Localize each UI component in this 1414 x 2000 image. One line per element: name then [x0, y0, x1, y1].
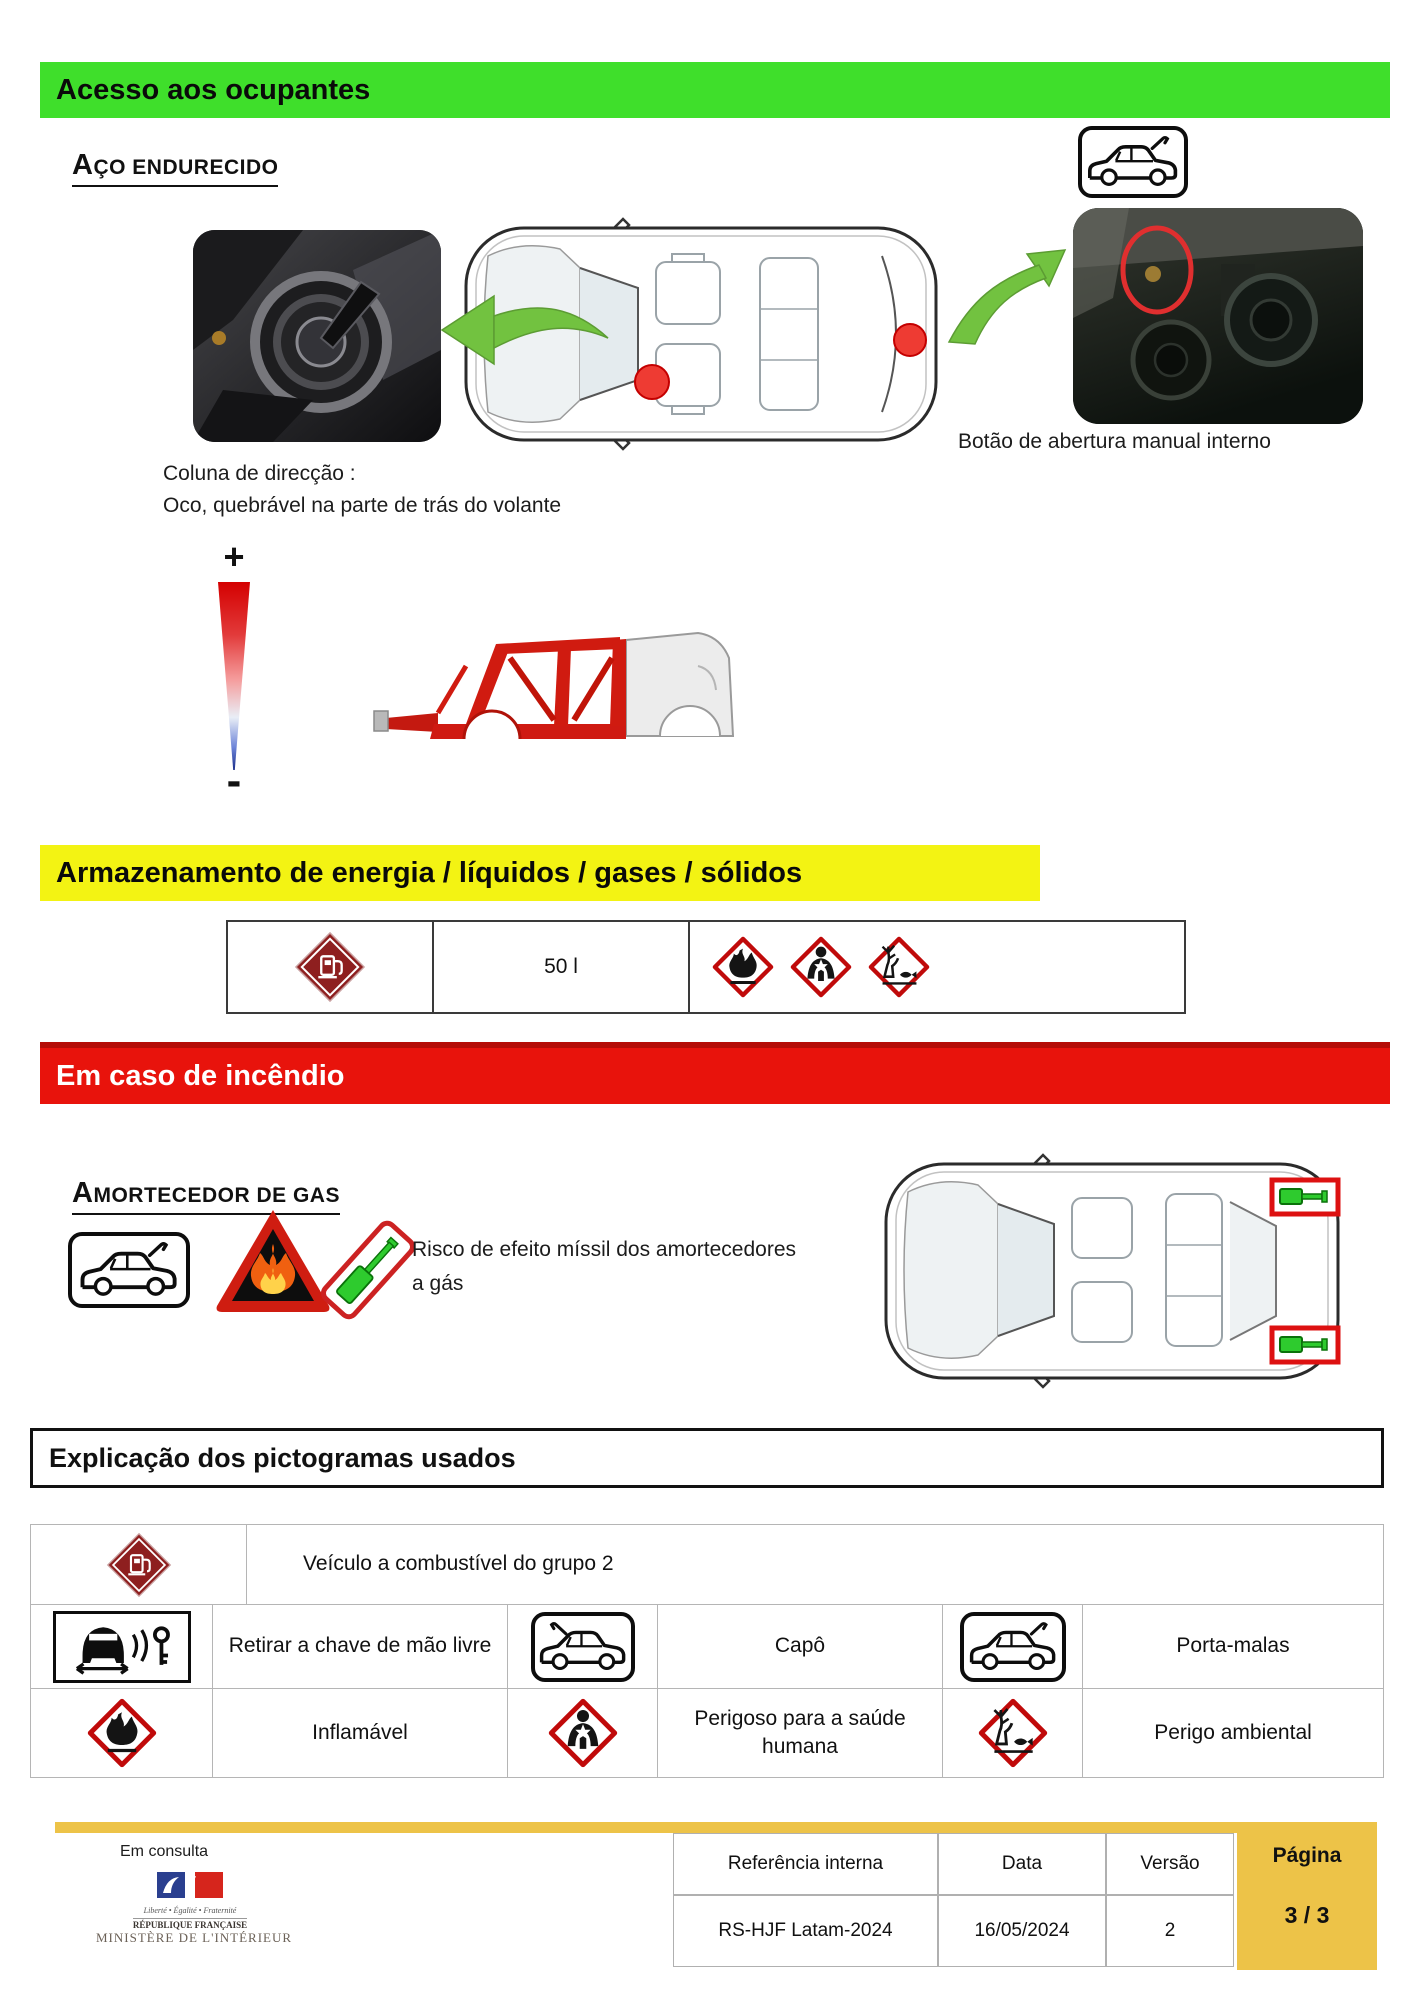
- ghs-environment-hazard-icon: [978, 1698, 1048, 1768]
- logo-motto: Liberté • Égalité • Fraternité: [143, 1906, 237, 1915]
- section-header-pictograms: Explicação dos pictogramas usados: [30, 1428, 1384, 1488]
- table-row: Veículo a combustível do grupo 2: [31, 1525, 1383, 1605]
- gas-strut-glyph: [324, 1224, 412, 1317]
- trunk-open-car-icon: [1078, 126, 1188, 198]
- trunk-open-car-glyph: [967, 1619, 1059, 1675]
- pictogram-label: Perigo ambiental: [1154, 1720, 1312, 1744]
- pictogram-cell: [31, 1689, 213, 1777]
- ghs-environment-hazard-icon: [868, 936, 930, 998]
- fuel-capacity-cell: 50 l: [432, 922, 688, 1012]
- pictogram-label: Retirar a chave de mão livre: [213, 1605, 508, 1688]
- footer-header-version: Versão: [1106, 1833, 1234, 1895]
- hardness-gradient-arrow: [218, 582, 250, 770]
- section-header-pictograms-label: Explicação dos pictogramas usados: [49, 1442, 516, 1473]
- pictogram-cell: [31, 1525, 247, 1604]
- logo-ministry: MINISTÈRE DE L'INTÉRIEUR: [96, 1930, 293, 1945]
- footer-version-value: 2: [1106, 1895, 1234, 1967]
- consultation-status: Em consulta: [120, 1843, 209, 1860]
- footer-reference-table: Referência interna Data Versão RS-HJF La…: [673, 1833, 1234, 1967]
- pictogram-label: Porta-malas: [1176, 1634, 1290, 1658]
- pictogram-cell: [508, 1689, 658, 1777]
- footer-page-block: Página 3 / 3: [1237, 1822, 1377, 1970]
- trunk-release-photo: [1073, 208, 1363, 424]
- hood-open-car-icon: [530, 1611, 635, 1682]
- section-header-storage: Armazenamento de energia / líquidos / ga…: [40, 845, 1040, 901]
- gas-strut-subtitle: Amortecedor de gas: [72, 1176, 340, 1215]
- ghs-flammable-icon: [87, 1698, 157, 1768]
- fire-triangle-icon: [216, 1210, 330, 1312]
- trunk-release-photo-art: [1073, 208, 1363, 424]
- table-row: Inflamável Perigoso para a saúde humana …: [31, 1689, 1383, 1777]
- red-circle-annotation: [1120, 225, 1194, 315]
- keyless-key-removal-icon: [52, 1610, 191, 1683]
- pictogram-cell: [943, 1689, 1083, 1777]
- hardness-scale-minus: -: [226, 756, 242, 805]
- french-flag-icon: [157, 1872, 223, 1898]
- trunk-open-car-icon: [959, 1611, 1066, 1682]
- green-arrow-right-icon: [947, 249, 1067, 345]
- red-dot-marker-trunk-release: [893, 323, 927, 357]
- gas-strut-risk-line1: Risco de efeito míssil dos amortecedores: [412, 1238, 796, 1261]
- footer-header-reference: Referência interna: [673, 1833, 938, 1895]
- footer-value-row: RS-HJF Latam-2024 16/05/2024 2: [673, 1895, 1234, 1967]
- pictogram-label: Inflamável: [213, 1689, 508, 1777]
- pictogram-cell: [943, 1605, 1083, 1688]
- hood-open-car-glyph: [537, 1619, 629, 1675]
- fuel-hazard-pictograms-cell: [688, 922, 1184, 1012]
- ghs-health-hazard-icon: [548, 1698, 618, 1768]
- steering-column-photo: [193, 230, 441, 442]
- gas-strut-risk-line2: a gás: [412, 1272, 464, 1295]
- pictogram-explanation-table: Veículo a combustível do grupo 2 Retirar…: [30, 1524, 1384, 1778]
- section-header-fire-label: Em caso de incêndio: [56, 1059, 345, 1092]
- hardness-scale-plus: +: [223, 536, 245, 577]
- section-header-access: Acesso aos ocupantes: [40, 62, 1390, 118]
- pictogram-cell: [31, 1605, 213, 1688]
- footer-reference-value: RS-HJF Latam-2024: [673, 1895, 938, 1967]
- pictogram-label: Veículo a combustível do grupo 2: [303, 1552, 614, 1576]
- footer-header-row: Referência interna Data Versão: [673, 1833, 1234, 1895]
- footer-gold-bar: [55, 1822, 1237, 1833]
- trunk-open-car-glyph: [77, 1239, 181, 1301]
- steering-caption-line1: Coluna de direcção :: [163, 462, 356, 485]
- green-arrow-left-icon: [440, 294, 609, 366]
- fuel-group-2-diamond-icon: [106, 1532, 172, 1598]
- fuel-storage-table: 50 l: [226, 920, 1186, 1014]
- ghs-health-hazard-icon: [790, 936, 852, 998]
- steering-column-photo-art: [193, 230, 441, 442]
- ghs-flammable-icon: [712, 936, 774, 998]
- red-dot-marker-steering: [634, 364, 670, 400]
- ministry-logo: Liberté • Égalité • Fraternité RÉPUBLIQU…: [130, 1872, 250, 1933]
- footer-date-value: 16/05/2024: [938, 1895, 1106, 1967]
- fuel-group-2-diamond-icon: [294, 931, 366, 1003]
- hardened-steel-subtitle: Aço endurecido: [72, 148, 279, 187]
- car-top-view-strut-diagram: [884, 1153, 1341, 1389]
- keyless-key-removal-glyph: [60, 1616, 184, 1678]
- trunk-open-car-glyph: [1085, 133, 1181, 191]
- fuel-table-icon-cell: [228, 922, 432, 1012]
- table-row: Retirar a chave de mão livre Capô Porta-…: [31, 1605, 1383, 1689]
- pictogram-label: Perigoso para a saúde humana: [658, 1689, 943, 1777]
- logo-republic: RÉPUBLIQUE FRANÇAISE: [132, 1918, 248, 1930]
- section-header-storage-label: Armazenamento de energia / líquidos / ga…: [56, 856, 803, 889]
- body-structure-side-view: [373, 631, 735, 740]
- pictogram-cell: [508, 1605, 658, 1688]
- trunk-open-car-icon: [68, 1232, 190, 1308]
- section-header-fire: Em caso de incêndio: [40, 1042, 1390, 1104]
- steering-caption-line2: Oco, quebrável na parte de trás do volan…: [163, 494, 562, 517]
- footer-header-page: Página: [1272, 1844, 1342, 1867]
- pictogram-label: Capô: [658, 1605, 943, 1688]
- section-header-access-label: Acesso aos ocupantes: [56, 73, 371, 106]
- trunk-release-caption: Botão de abertura manual interno: [958, 430, 1271, 453]
- footer-header-date: Data: [938, 1833, 1106, 1895]
- footer-page-value: 3 / 3: [1284, 1902, 1330, 1928]
